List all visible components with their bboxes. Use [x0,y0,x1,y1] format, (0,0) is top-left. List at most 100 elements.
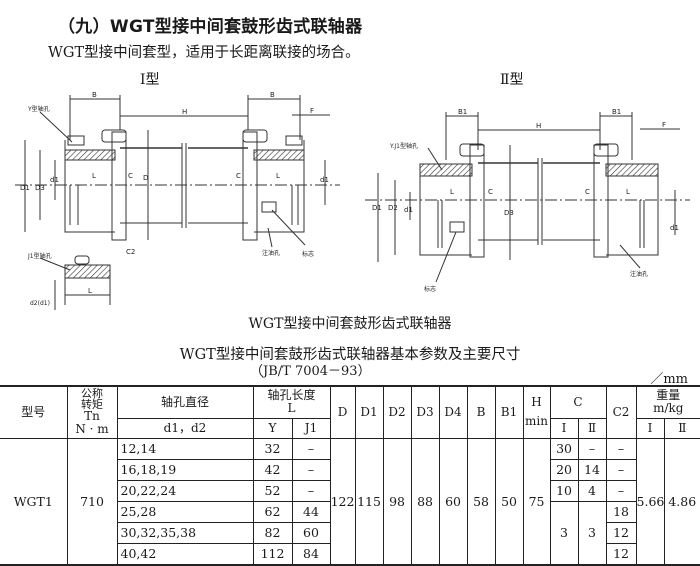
header-bore-length-symbol: L [287,401,296,416]
table-standard: （JB/T 7004－93） [250,364,371,379]
table-unit: ／mm [650,372,688,387]
dim-d1-right: d1 [320,176,329,184]
cell-C-I: 20 [549,458,579,481]
label-mark: 标志 [424,285,436,293]
dim-D3: D3 [504,209,514,217]
cell-bore-diameter: 20,22,24 [117,479,254,502]
table-row: 16,18,19 42 – 20 14 – [0,458,700,481]
type2-drawing: B1 B1 H F Y.J1型轴孔 L L C C D1 D2 d1 D3 d1… [365,108,690,293]
dim-C-left: C [488,188,493,196]
cell-bore-diameter: 30,32,35,38 [117,521,254,544]
cell-J1: 44 [291,500,331,523]
header-bore-diameter-symbol: d1，d2 [117,418,254,439]
cell-D: 122 [329,437,356,565]
dim-B-right: B [270,91,275,99]
header-D4: D4 [438,385,468,439]
header-torque-label: 公称转矩 [81,387,103,412]
figure-caption: WGT型接中间套鼓形齿式联轴器 [248,316,452,332]
header-bore-diameter: 轴孔直径 [116,385,254,419]
dim-d1: d1 [404,206,413,214]
header-J1: J1 [291,417,331,439]
header-weight-I: Ⅰ [635,417,665,439]
cell-C-II: 4 [577,479,607,502]
cell-D3: 88 [410,437,440,565]
cell-D1: 115 [354,437,384,565]
cell-J1: – [291,458,331,481]
dim-D1: D1 [372,204,382,212]
table-row: 30,32,35,38 82 60 12 [0,521,700,544]
cell-bore-diameter: 12,14 [116,437,254,460]
cell-C-I-merged: 3 [549,500,579,565]
header-H-label: H [531,395,542,410]
header-H-min: min [525,414,548,429]
type2-title: Ⅱ型 [500,72,524,88]
cell-C-I: 30 [549,437,579,460]
cell-Y: 112 [252,542,293,565]
dim-L-left: L [450,188,454,196]
cell-D2: 98 [382,437,412,565]
cell-J1: 60 [291,521,331,544]
type1-drawing: B B H F Y型轴孔 J1型轴孔 L L C C C2 D1 D3 d1 D… [15,91,340,310]
label-y-bore: Y型轴孔 [27,105,50,113]
header-weight-II: Ⅱ [663,417,700,439]
header-C2: C2 [605,385,637,439]
cell-C-II: 14 [577,458,607,481]
label-oil-hole: 注油孔 [630,270,648,278]
cell-bore-diameter: 25,28 [117,500,254,523]
cell-model: WGT1 [0,437,68,565]
cell-bore-diameter: 40,42 [117,542,254,565]
table-title: WGT型接中间套鼓形齿式联轴器基本参数及主要尺寸 [179,347,521,363]
header-C: C [549,385,607,419]
dim-C-right: C [236,172,241,180]
dim-D1: D1 [20,184,30,192]
cell-Y: 82 [252,521,293,544]
table-row: 25,28 62 44 3 3 18 [0,500,700,565]
dim-d2: d2(d1) [30,300,50,307]
header-torque-unit: N · m [75,422,109,437]
table-row: 20,22,24 52 – 10 4 – [0,479,700,502]
cell-C-II: – [577,437,607,460]
dim-H: H [182,108,187,116]
cell-B1: 50 [494,437,524,565]
header-C-I: Ⅰ [549,417,579,439]
cell-J1: 84 [291,542,331,565]
header-B1: B1 [494,385,524,439]
cell-C2: – [605,437,637,460]
header-D2: D2 [382,385,412,439]
cell-weight-II: 4.86 [663,437,700,565]
header-D: D [329,385,356,439]
dim-H: H [536,122,541,130]
header-weight-label: 重量 [656,388,681,403]
header-D1: D1 [354,385,384,439]
cell-C-II-merged: 3 [577,500,607,565]
header-bore-length-label: 轴孔长度 [267,388,316,403]
header-D3: D3 [410,385,440,439]
header-torque-symbol: Tn [84,409,100,424]
cell-Y: 62 [252,500,293,523]
label-j1-bore: J1型轴孔 [27,252,52,260]
header-torque: 公称转矩 Tn N · m [66,385,118,439]
header-C-II: Ⅱ [577,417,607,439]
parameters-table: 型号 公称转矩 Tn N · m 轴孔直径 轴孔长度 L D D1 D2 D3 … [0,385,700,566]
cell-J1: – [291,479,331,502]
dim-L-right: L [626,188,630,196]
cell-torque: 710 [66,437,118,565]
dim-F: F [310,107,314,115]
header-B: B [466,385,496,439]
dim-F: F [662,121,666,129]
dim-D2: D2 [388,204,398,212]
header-H: H min [522,385,551,439]
cell-H: 75 [522,437,551,565]
section-heading: （九）WGT型接中间套鼓形齿式联轴器 [58,17,363,37]
label-oil-hole: 注油孔 [262,249,280,257]
dim-C2: C2 [126,248,135,256]
header-weight-unit: m/kg [653,401,684,416]
cell-B: 58 [466,437,496,565]
intro-text: WGT型接中间套型，适用于长距离联接的场合。 [48,45,360,61]
dim-B-left: B [92,91,97,99]
cell-Y: 42 [252,458,293,481]
cell-C2: 12 [605,542,637,565]
cell-Y: 32 [252,437,293,460]
dim-L-left: L [92,172,96,180]
dim-B1-left: B1 [458,108,467,116]
